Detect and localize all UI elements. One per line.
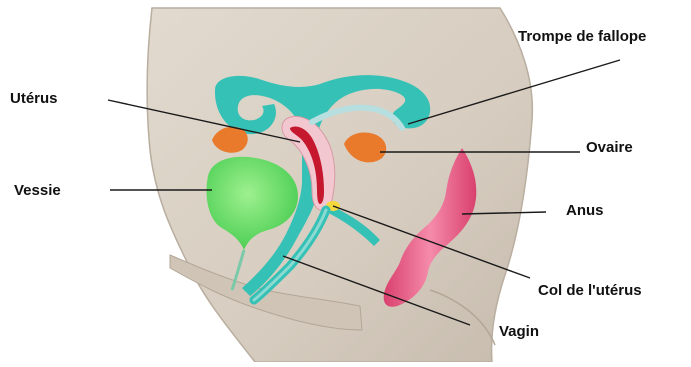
label-cervix: Col de l'utérus — [538, 283, 642, 298]
label-anus: Anus — [566, 203, 604, 218]
label-bladder: Vessie — [14, 183, 61, 198]
label-uterus: Utérus — [10, 91, 58, 106]
label-vagina: Vagin — [499, 324, 539, 339]
label-ovary: Ovaire — [586, 140, 633, 155]
label-fallopian-tube: Trompe de fallope — [518, 29, 646, 44]
